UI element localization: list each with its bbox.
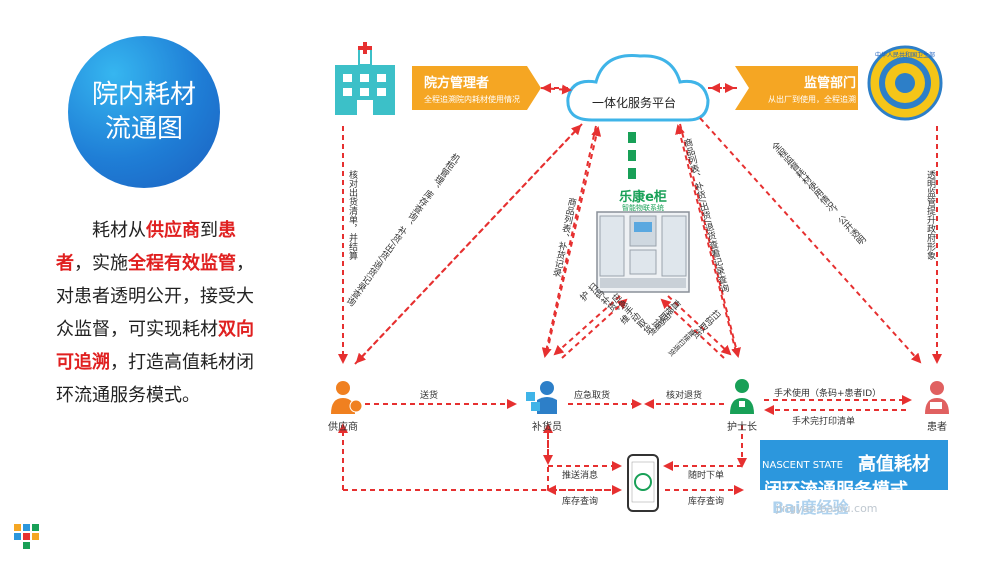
- hospital-tag-title: 院方管理者: [424, 75, 490, 91]
- cloud-icon: [566, 54, 710, 122]
- watermark: NASCENT STATE 高值耗材 闭环流通服务模式 Bai度经验 jingy…: [750, 440, 950, 517]
- seal-text: 中华人民共和国卫生部: [874, 52, 935, 59]
- hospital-tag-sub: 全程追溯院内耗材使用情况: [424, 94, 520, 104]
- para-text-1: 耗材从: [92, 220, 146, 241]
- label-check-ship: 核对出货清单，并结算: [347, 170, 357, 260]
- label-check-return: 核对退货: [666, 391, 703, 401]
- node-supplier: 供应商: [328, 422, 358, 433]
- node-patient: 患者: [927, 422, 947, 433]
- cabinet-sub: 智能物联系统: [622, 204, 664, 212]
- page-title: 院内耗材 流通图: [84, 78, 204, 146]
- label-emergency: 应急取货: [574, 391, 611, 401]
- para-supplier: 供应商: [146, 220, 200, 241]
- label-stock-right: 库存查询: [688, 497, 725, 507]
- label-print-list: 手术完打印清单: [792, 417, 856, 427]
- watermark-line-2: 高值耗材: [858, 454, 930, 475]
- para-supervision: 全程有效监管: [128, 253, 236, 274]
- para-text-4: ，对患者透明公开，接受大众监督，可实现耗材: [56, 253, 254, 340]
- phone-icon: [627, 454, 659, 512]
- para-text-5: ，打造高值耗材闭环流通服务模式。: [56, 352, 254, 406]
- flow-arrows: [338, 83, 942, 495]
- para-patient: 患者: [56, 220, 236, 274]
- watermark-line-1: NASCENT STATE: [762, 460, 843, 471]
- cabinet-icon: [596, 211, 690, 293]
- corner-logo: [14, 524, 40, 550]
- label-push-msg: 推送消息: [562, 471, 599, 481]
- para-text-2: 到: [200, 220, 218, 241]
- nurse-icon: [730, 379, 754, 414]
- para-traceable: 双向可追溯: [56, 319, 254, 373]
- label-transparent: 透明监管提升政府形象: [925, 170, 935, 260]
- watermark-url: jingyan.baidu.com: [776, 502, 878, 515]
- description-paragraph: 耗材从供应商到患者，实施全程有效监管，对患者透明公开，接受大众监督，可实现耗材双…: [56, 214, 256, 412]
- replenisher-icon: [526, 381, 557, 414]
- regulator-tag-sub: 从出厂到使用，全程追溯: [768, 94, 856, 104]
- label-surgery: 手术使用（条码+患者ID）: [774, 389, 882, 399]
- title-circle: 院内耗材 流通图: [68, 36, 220, 188]
- title-line-2: 流通图: [104, 114, 183, 144]
- node-nurse: 护士长: [727, 422, 757, 433]
- node-replenisher: 补货员: [532, 422, 562, 433]
- regulator-tag-title: 监管部门: [803, 75, 856, 91]
- seal-icon: [867, 45, 943, 121]
- hospital-icon: [335, 42, 395, 115]
- para-text-3: ，实施: [74, 253, 128, 274]
- label-stock-left: 库存查询: [562, 497, 599, 507]
- label-deliver: 送货: [420, 391, 439, 401]
- watermark-line-3: 闭环流通服务模式: [764, 480, 908, 501]
- patient-icon: [925, 381, 949, 414]
- platform-label: 一体化服务平台: [592, 96, 677, 110]
- watermark-logo: Bai度经验: [772, 498, 849, 517]
- regulator-tag: 监管部门 从出厂到使用，全程追溯: [752, 66, 856, 110]
- supplier-icon: [331, 381, 363, 414]
- cabinet-brand: 乐康e柜: [619, 190, 667, 205]
- hospital-tag: 院方管理者 全程追溯院内耗材使用情况: [424, 66, 536, 110]
- label-order: 随时下单: [688, 471, 725, 481]
- title-line-1: 院内耗材: [91, 80, 196, 110]
